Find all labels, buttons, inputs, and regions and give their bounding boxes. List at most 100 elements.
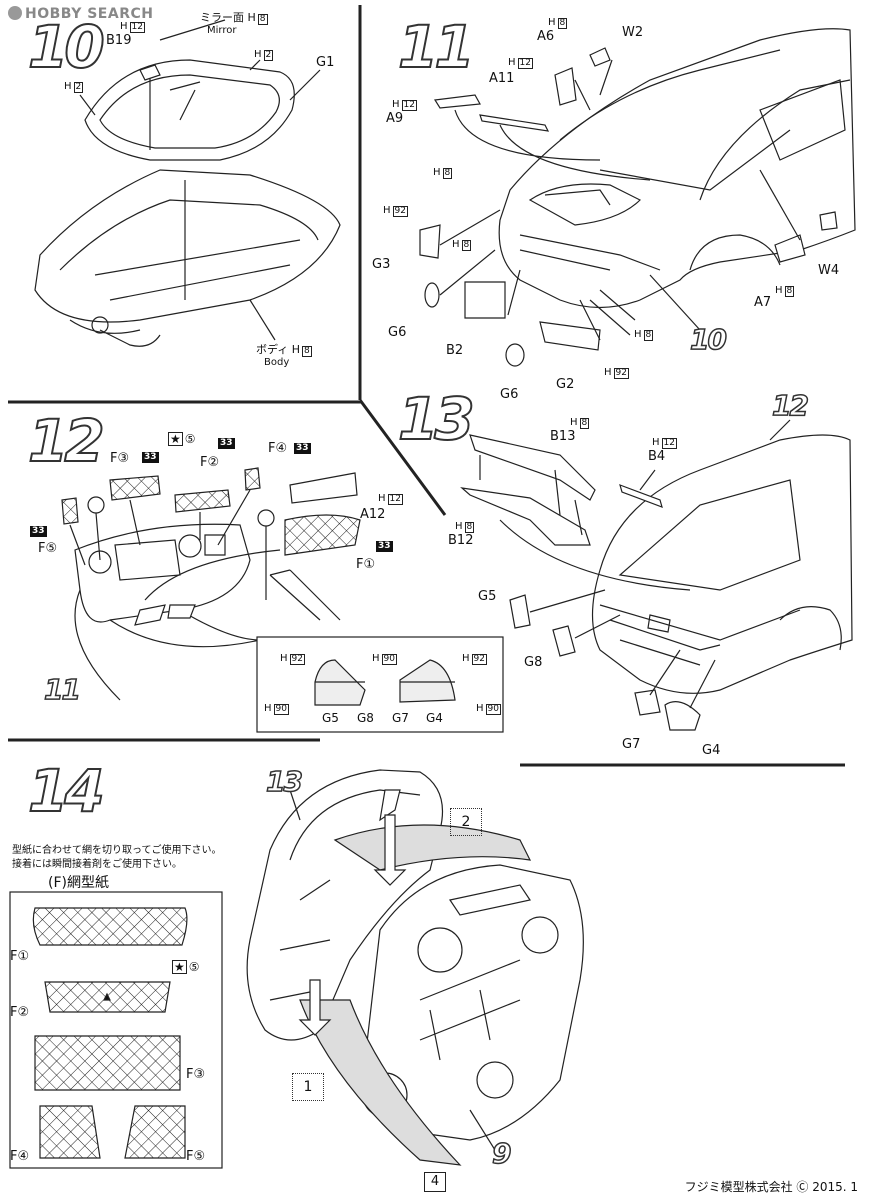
- part-g6-a: G6: [388, 325, 407, 340]
- part-a11: A11: [489, 71, 515, 86]
- h8-a-val: 8: [442, 168, 453, 179]
- b12-h-val: 8: [464, 522, 475, 533]
- step13-drawing: [460, 419, 853, 731]
- part-a6: A6: [537, 29, 555, 44]
- part-b2: B2: [446, 343, 464, 358]
- star-icon: ★: [168, 432, 183, 446]
- part-b13: B13: [550, 429, 576, 444]
- a9-h-val: 12: [401, 100, 417, 111]
- mirror-en: Mirror: [207, 25, 237, 36]
- mirror-h: 8: [257, 14, 268, 25]
- template-f4: F④: [10, 1149, 30, 1164]
- step11-drawing: [419, 28, 856, 367]
- mesh-f2: F②: [200, 455, 220, 470]
- step-number-12: 12: [27, 407, 106, 475]
- template-f2: F②: [10, 1005, 30, 1020]
- step10-drawing: [34, 19, 341, 347]
- inset-h92-b-val: 92: [471, 654, 487, 665]
- copyright-footer: フジミ模型株式会社 Ⓒ 2015. 1: [684, 1180, 858, 1194]
- part-a9: A9: [386, 111, 404, 126]
- part-g4: G4: [702, 743, 721, 758]
- inset-g7: G7: [392, 711, 409, 725]
- template-title: (F)網型紙: [48, 875, 109, 891]
- inset-g4: G4: [426, 711, 443, 725]
- part-g6-b: G6: [500, 387, 519, 402]
- part-b12: B12: [448, 533, 474, 548]
- step-number-14: 14: [27, 757, 106, 825]
- inset-h90-a-val: 90: [381, 654, 397, 665]
- note-glue: 接着には瞬間接着剤をご使用下さい。: [12, 859, 182, 870]
- inset-h90-c-val: 90: [485, 704, 501, 715]
- part-g2: G2: [556, 377, 575, 392]
- hobby-search-watermark: HOBBY SEARCH: [8, 6, 153, 22]
- watermark-text: HOBBY SEARCH: [25, 6, 154, 22]
- h2-left-val: 2: [73, 82, 84, 93]
- mesh-f5: F⑤: [38, 541, 58, 556]
- page-number: 4: [424, 1172, 446, 1192]
- part-g8: G8: [524, 655, 543, 670]
- b4-h-val: 12: [661, 438, 677, 449]
- color-33-e: 33: [376, 541, 393, 552]
- step14-drawing: [9, 769, 584, 1169]
- color-33-b: 33: [218, 438, 235, 449]
- ref-step-12: 12: [771, 389, 809, 422]
- ref-step-10: 10: [689, 323, 727, 356]
- hobby-search-logo-icon: [8, 6, 22, 20]
- star-5-label: ★⑤: [168, 432, 196, 446]
- part-b4: B4: [648, 449, 666, 464]
- mesh-f1: F①: [356, 557, 376, 572]
- inset-g5: G5: [322, 711, 339, 725]
- body-h: 8: [302, 346, 312, 357]
- a6-h-val: 8: [557, 18, 568, 29]
- h8-c-val: 8: [643, 330, 654, 341]
- part-w4: W4: [818, 263, 840, 278]
- part-g3: G3: [372, 257, 391, 272]
- inset-h90-b-val: 90: [273, 704, 289, 715]
- b13-h-val: 8: [579, 418, 590, 429]
- mirror-jp: ミラー面: [200, 11, 244, 24]
- a7-h-val: 8: [784, 286, 795, 297]
- part-w2: W2: [622, 25, 644, 40]
- h8-b-val: 8: [461, 240, 472, 251]
- ref-step-9: 9: [491, 1137, 512, 1170]
- a12-h-val: 12: [387, 494, 403, 505]
- h2-upper-val: 2: [263, 50, 274, 61]
- part-a7: A7: [754, 295, 772, 310]
- mesh-f4: F④: [268, 441, 288, 456]
- part-a12: A12: [360, 507, 386, 522]
- body-en: Body: [264, 357, 290, 368]
- mesh-f3: F③: [110, 451, 130, 466]
- template-f5: F⑤: [186, 1149, 206, 1164]
- inset-g8: G8: [357, 711, 374, 725]
- color-33-c: 33: [294, 443, 311, 454]
- step12-drawing: [61, 467, 504, 733]
- color-33-a: 33: [142, 452, 159, 463]
- step-number-13: 13: [397, 385, 476, 453]
- inset-h92-a-val: 92: [289, 654, 305, 665]
- part-g7: G7: [622, 737, 641, 752]
- template-f1: F①: [10, 949, 30, 964]
- step-number-10: 10: [27, 13, 106, 81]
- template-f3: F③: [186, 1067, 206, 1082]
